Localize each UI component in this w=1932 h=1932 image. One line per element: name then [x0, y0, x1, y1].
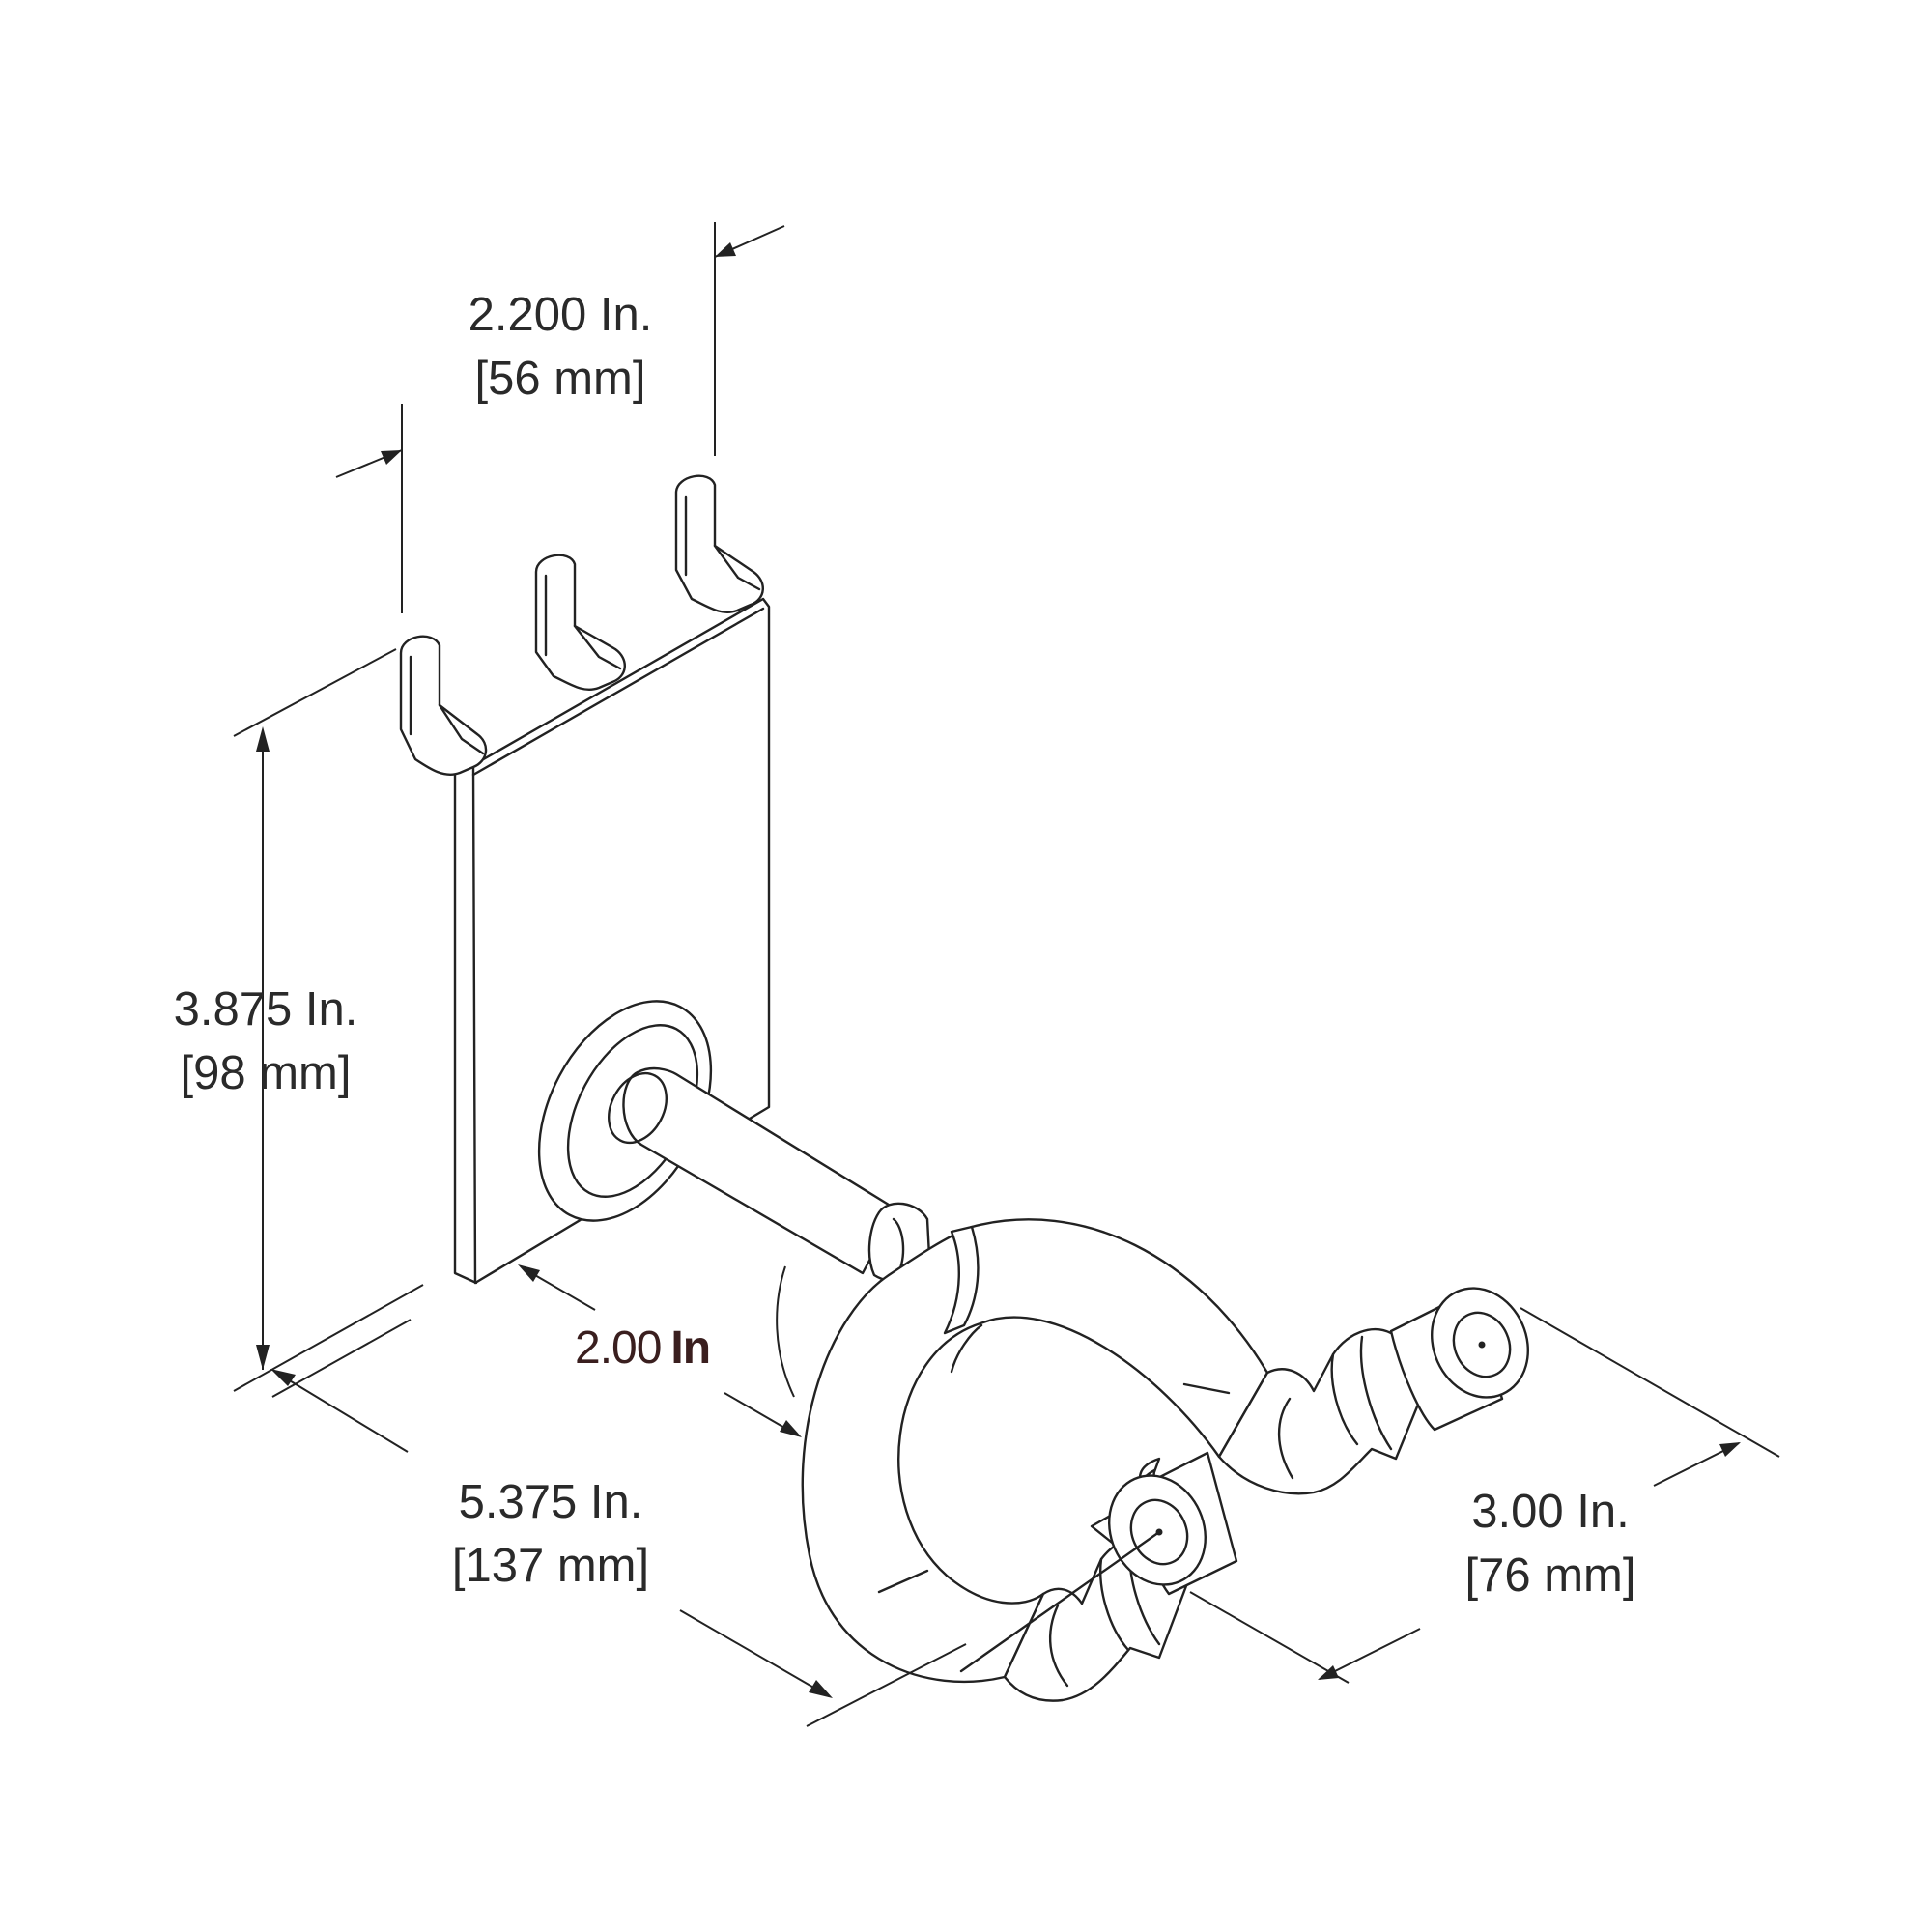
depth-mm: [137 mm] [451, 1540, 650, 1592]
depth-inches: 5.375 In. [458, 1476, 643, 1528]
dimension-depth-line [270, 1319, 967, 1727]
rubber-tip-upper [1389, 1287, 1529, 1432]
dimension-width-line [335, 222, 785, 613]
dimension-yoke-line [1189, 1307, 1780, 1684]
peg-hook-middle [534, 554, 626, 691]
width-inches: 2.200 In. [468, 289, 653, 341]
arm-unit: In [670, 1322, 711, 1374]
arm-inches: 2.00 [575, 1322, 662, 1374]
height-dimension-label: 3.875 In. [98 mm] [145, 978, 386, 1105]
yoke-mm: [76 mm] [1464, 1549, 1636, 1602]
height-mm: [98 mm] [180, 1047, 352, 1099]
depth-dimension-label: 5.375 In. [137 mm] [430, 1470, 671, 1598]
yoke-dimension-label: 3.00 In. [76 mm] [1430, 1480, 1671, 1607]
width-dimension-label: 2.200 In. [56 mm] [440, 283, 681, 411]
height-inches: 3.875 In. [173, 983, 358, 1036]
yoke-inches: 3.00 In. [1471, 1486, 1630, 1538]
yoke-arm-upper [1217, 1328, 1441, 1495]
dimension-height-line [233, 648, 424, 1392]
dimension-arm-line [518, 1264, 802, 1437]
rubber-tip-lower [959, 1451, 1238, 1673]
peg-hook-left [399, 635, 488, 776]
yoke [801, 1218, 1269, 1684]
width-mm: [56 mm] [474, 353, 646, 405]
peg-hook-right [674, 474, 764, 613]
